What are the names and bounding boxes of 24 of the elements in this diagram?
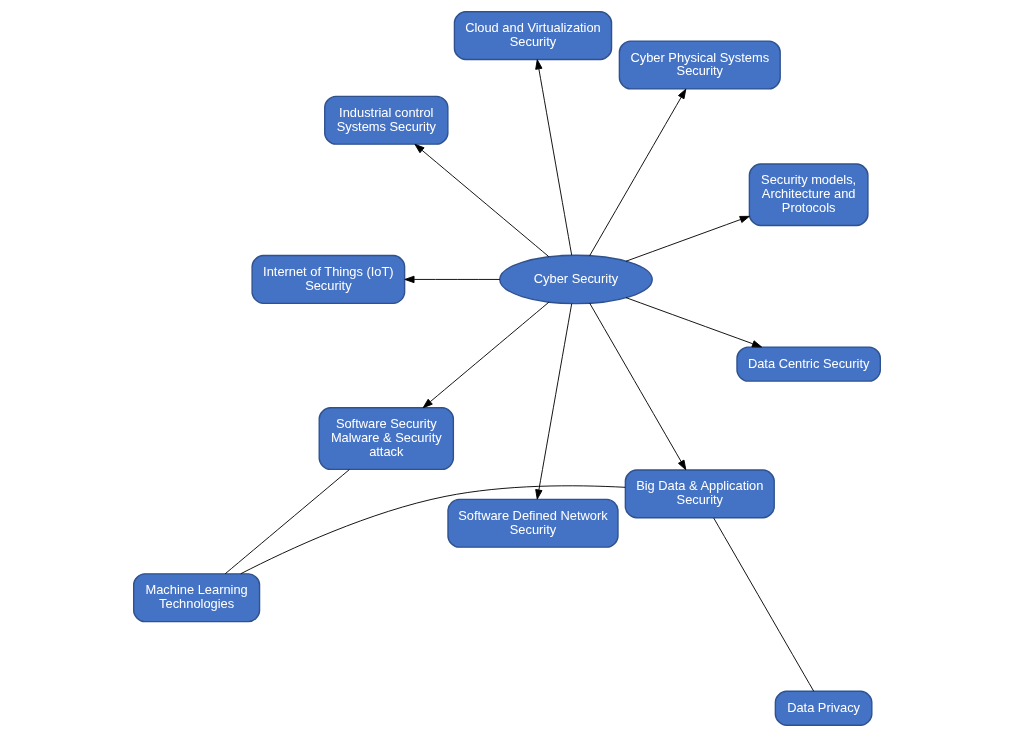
arrow <box>625 297 763 348</box>
arrow <box>535 59 573 256</box>
arrow <box>404 275 501 284</box>
node-box: Cyber Physical Systems Security <box>618 40 781 90</box>
connector <box>713 517 815 692</box>
node-ellipse: Cyber Security <box>499 254 653 305</box>
arrow <box>422 301 550 409</box>
node-box: Software Defined Network Security <box>447 498 619 548</box>
connector <box>240 485 626 575</box>
node-box: Internet of Things (IoT) Security <box>251 254 406 304</box>
node-box: Data Privacy <box>774 690 873 726</box>
node-box: Big Data & Application Security <box>624 469 775 519</box>
arrow <box>625 215 750 262</box>
arrow <box>535 303 573 500</box>
connector <box>224 469 350 575</box>
node-box: Software Security Malware & Security attack <box>318 407 455 471</box>
node-box: Machine Learning Technologies <box>133 573 261 623</box>
arrow <box>414 143 550 258</box>
node-box: Data Centric Security <box>736 346 881 382</box>
arrow <box>589 302 687 471</box>
node-box: Industrial control Systems Security <box>324 95 449 145</box>
node-box: Security models, Architecture and Protocols <box>748 163 869 227</box>
arrow <box>589 88 687 257</box>
node-box: Cloud and Virtualization Security <box>453 11 613 61</box>
